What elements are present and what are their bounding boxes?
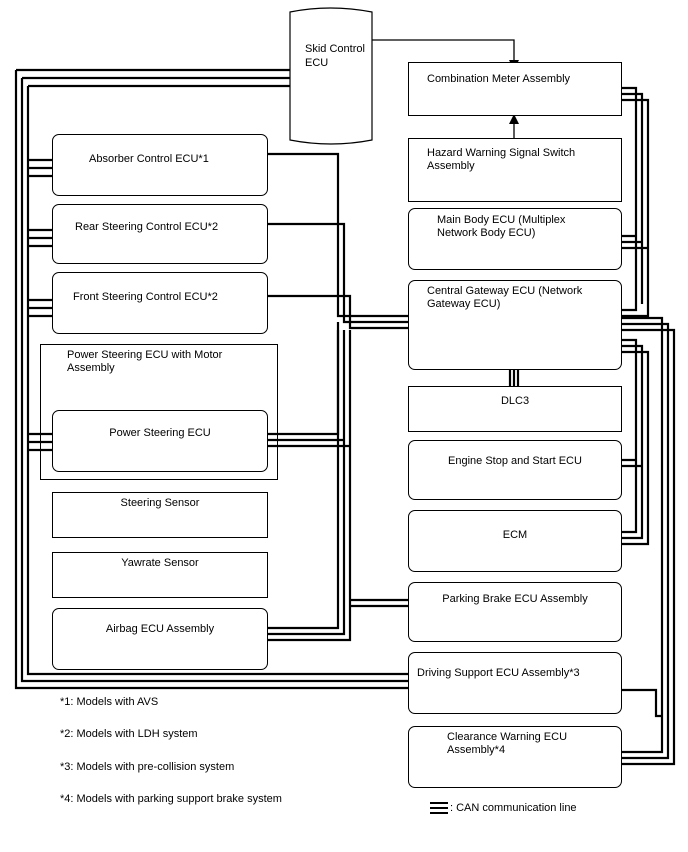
clearance-warning-ecu-assembly: Clearance Warning ECU Assembly*4 <box>408 726 622 788</box>
skid-control-ecu-shape <box>289 7 373 145</box>
dlc3: DLC3 <box>408 386 622 432</box>
power-steering-ecu: Power Steering ECU <box>52 410 268 472</box>
can-line <box>622 316 664 754</box>
power-steering-ecu-with-motor-assembly: Power Steering ECU with Motor Assembly <box>40 344 278 480</box>
label: Main Body ECU (Multiplex Network Body EC… <box>437 214 566 239</box>
can-line <box>622 98 650 318</box>
can-line <box>508 370 520 386</box>
label: DLC3 <box>500 395 530 407</box>
can-line <box>622 688 662 718</box>
rear-steering-control-ecu: Rear Steering Control ECU*2 <box>52 204 268 264</box>
hazard-warning-switch-assembly: Hazard Warning Signal Switch Assembly <box>408 138 622 202</box>
label: Front Steering Control ECU*2 <box>73 291 218 303</box>
label: Power Steering ECU <box>109 427 211 439</box>
legend-label: : CAN communication line <box>450 802 577 814</box>
skid-control-ecu-label: Skid Control ECU <box>305 43 365 69</box>
skid-control-ecu: Skid Control ECU <box>305 42 365 70</box>
can-line <box>28 158 52 178</box>
airbag-ecu-assembly: Airbag ECU Assembly <box>52 608 268 670</box>
label: Absorber Control ECU*1 <box>89 153 209 165</box>
can-line <box>268 222 408 324</box>
can-line <box>268 330 340 630</box>
can-line <box>622 86 638 312</box>
label: Combination Meter Assembly <box>427 73 571 85</box>
front-steering-control-ecu: Front Steering Control ECU*2 <box>52 272 268 334</box>
combination-meter-assembly: Combination Meter Assembly <box>408 62 622 116</box>
can-line <box>350 598 408 608</box>
label: Power Steering ECU with Motor Assembly <box>67 349 223 374</box>
can-line <box>28 228 52 248</box>
can-line <box>622 338 638 534</box>
legend: : CAN communication line <box>430 802 577 815</box>
can-line <box>268 294 408 330</box>
steering-sensor: Steering Sensor <box>52 492 268 538</box>
ecm: ECM <box>408 510 622 572</box>
can-line <box>28 298 52 318</box>
parking-brake-ecu-assembly: Parking Brake ECU Assembly <box>408 582 622 642</box>
can-line <box>268 322 340 436</box>
central-gateway-ecu: Central Gateway ECU (Network Gateway ECU… <box>408 280 622 370</box>
can-line <box>268 330 346 636</box>
can-line <box>622 328 676 766</box>
can-line <box>622 234 648 250</box>
label: Clearance Warning ECU Assembly*4 <box>447 731 568 756</box>
main-body-ecu: Main Body ECU (Multiplex Network Body EC… <box>408 208 622 270</box>
note-3: *3: Models with pre-collision system <box>60 761 235 773</box>
can-line <box>622 458 642 468</box>
can-line <box>20 76 408 683</box>
can-line-icon <box>430 802 448 815</box>
engine-stop-start-ecu: Engine Stop and Start ECU <box>408 440 622 500</box>
driving-support-ecu-assembly: Driving Support ECU Assembly*3 <box>408 652 622 714</box>
yawrate-sensor: Yawrate Sensor <box>52 552 268 598</box>
signal-line <box>372 39 515 62</box>
can-line <box>268 152 408 318</box>
label: Rear Steering Control ECU*2 <box>75 221 219 233</box>
can-line <box>268 330 352 642</box>
can-line <box>622 322 670 760</box>
note-1: *1: Models with AVS <box>60 696 159 708</box>
label: Hazard Warning Signal Switch Assembly <box>427 147 576 172</box>
can-line <box>622 92 644 304</box>
can-line <box>26 84 408 676</box>
label: ECM <box>502 529 528 541</box>
label: Steering Sensor <box>120 497 200 509</box>
label: Airbag ECU Assembly <box>105 623 215 635</box>
can-line <box>14 68 408 690</box>
label: Central Gateway ECU (Network Gateway ECU… <box>427 285 583 310</box>
note-2: *2: Models with LDH system <box>60 728 198 740</box>
label: Engine Stop and Start ECU <box>448 455 582 467</box>
can-line <box>622 350 650 546</box>
label: Parking Brake ECU Assembly <box>442 593 588 605</box>
note-4: *4: Models with parking support brake sy… <box>60 793 282 805</box>
can-line <box>622 344 644 540</box>
absorber-control-ecu: Absorber Control ECU*1 <box>52 134 268 196</box>
label: Driving Support ECU Assembly*3 <box>417 667 580 679</box>
label: Yawrate Sensor <box>121 557 199 569</box>
arrow-head <box>509 114 519 124</box>
